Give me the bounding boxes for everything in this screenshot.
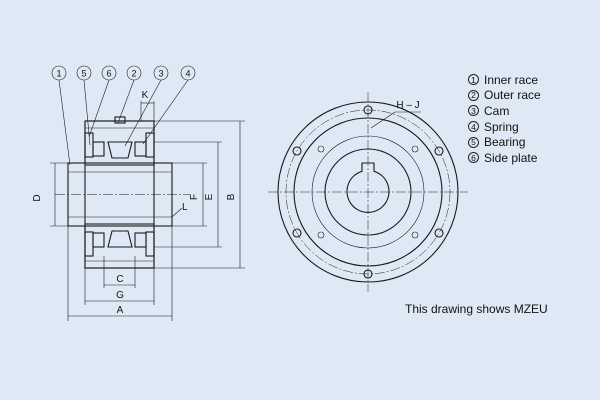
bolt-hole (292, 146, 302, 156)
callout-6: 6 (106, 69, 111, 79)
legend-number: 3 (468, 105, 479, 117)
bolt-hole (434, 228, 444, 238)
legend-label: Side plate (484, 150, 538, 165)
section-dimensions (50, 101, 245, 321)
dim-f-label: F (189, 194, 200, 200)
legend-item-outer-race: 2 Outer race (468, 88, 541, 104)
legend-number: 1 (468, 74, 479, 86)
legend-item-inner-race: 1 Inner race (468, 72, 541, 88)
bearing-right-top (134, 141, 147, 157)
bolt-hole (292, 228, 302, 238)
dim-e-label: E (204, 193, 215, 200)
callouts (51, 65, 196, 166)
bolt-hole (434, 146, 444, 156)
front-view (268, 92, 468, 292)
dim-a-label: A (117, 305, 124, 316)
drawing-caption: This drawing shows MZEU (405, 302, 548, 316)
dim-d-label: D (32, 194, 43, 201)
side-plate-right-bottom (145, 231, 155, 257)
bolt-hole (363, 269, 373, 279)
bearing-right-bottom (134, 232, 147, 248)
callout-5: 5 (81, 69, 86, 79)
legend-number: 4 (468, 121, 479, 133)
bearing-left-top (92, 141, 105, 157)
dim-c-label: C (116, 274, 123, 285)
legend-item-side-plate: 6 Side plate (468, 150, 541, 166)
bearing-left-bottom (92, 232, 105, 248)
bolt-hole (363, 105, 373, 115)
legend-item-spring: 4 Spring (468, 119, 541, 135)
legend-number: 2 (468, 89, 479, 101)
side-plate-left-bottom (84, 231, 94, 257)
cam-bottom (107, 230, 133, 248)
legend-label: Outer race (484, 88, 541, 103)
callout-4: 4 (185, 69, 190, 79)
section-view (55, 116, 190, 269)
dim-b-label: B (226, 193, 237, 200)
legend-item-cam: 3 Cam (468, 103, 541, 119)
dim-l-label: L (182, 202, 188, 213)
legend-label: Cam (484, 103, 510, 118)
legend-number: 6 (468, 152, 479, 164)
dim-g-label: G (116, 290, 124, 301)
callout-2: 2 (131, 69, 136, 79)
dim-hj-label: H – J (396, 100, 419, 111)
parts-legend: 1 Inner race 2 Outer race 3 Cam 4 Spring 5 Be… (468, 72, 541, 166)
legend-label: Inner race (484, 72, 539, 87)
dim-k-label: K (142, 90, 149, 101)
bore (346, 162, 390, 213)
cam-top (107, 141, 133, 159)
legend-item-bearing: 5 Bearing (468, 134, 541, 150)
legend-label: Bearing (484, 135, 526, 150)
legend-label: Spring (484, 119, 519, 134)
side-plate-right-top (145, 132, 155, 158)
callout-1: 1 (56, 69, 61, 79)
legend-number: 5 (468, 136, 479, 148)
callout-3: 3 (158, 69, 163, 79)
